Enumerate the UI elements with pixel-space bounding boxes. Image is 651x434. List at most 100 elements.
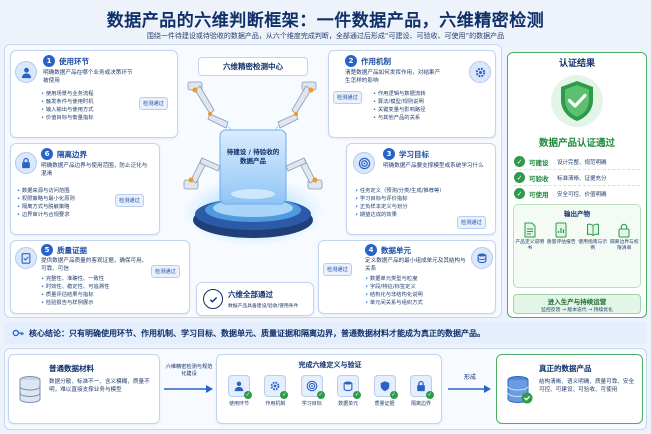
database-check-icon: [507, 376, 533, 404]
list-item: 字段/特征/标签定义: [365, 284, 423, 292]
dimension-title: 数据单元: [381, 245, 411, 255]
dimension-items: 作用逻辑与数据流转 算法/模型/规则说明 关键变量与影响路径 与其他产品的关系: [373, 91, 426, 123]
dimension-items: 任务定义（预测/分类/生成/推荐等） 学习目标与评价指标 正负样本定义与划分 期…: [355, 188, 445, 220]
dimension-desc: 提供数据产品质量的客观证据，确保可用、可靠、可信: [41, 258, 148, 272]
list-item: 输入输出与使用方式: [41, 107, 94, 115]
database-icon: [471, 247, 493, 269]
inspection-lab-illustration: [183, 81, 323, 246]
check-icon: ✓: [514, 156, 525, 167]
list-item: 正负样本定义与划分: [355, 204, 445, 212]
certification-rows: ✓ 可建设 设计完整、规范明确 ✓ 可验收 标准清晰、证据充分 ✓ 可使用 安全…: [514, 154, 640, 201]
raw-data-box: 普通数据材料 数据分散、标准不一、含义模糊，质量不明，难以直接支撑业务与模型: [8, 354, 160, 424]
list-item: 关键变量与影响路径: [373, 107, 426, 115]
raw-title: 普通数据材料: [49, 364, 94, 373]
dimension-title: 隔离边界: [57, 149, 87, 159]
list-item: 与其他产品的关系: [373, 115, 426, 123]
list-item: 检验报告与样例展示: [41, 300, 109, 308]
gear-icon: [469, 61, 491, 83]
shield-check-icon: [203, 289, 223, 309]
dimension-card-6: 6 隔离边界 明确数据产品边界与使用范围，防止泛化与混淆 数据来源与访问范围 权限…: [10, 143, 160, 235]
check-icon: ✓: [280, 391, 289, 399]
ops-desc: 监控反馈 → 版本迭代 → 持续优化: [541, 308, 613, 313]
lock-icon: [15, 152, 37, 174]
clipboard-check-icon: [15, 247, 37, 269]
step-item: ✓隔离边界: [403, 375, 439, 407]
outputs-title: 输出产物: [564, 210, 590, 218]
dimension-card-2: 检测通过 2 作用机制 清楚数据产品如何发挥作用，对结果产生怎样的影响 作用逻辑与…: [328, 50, 496, 138]
target-icon: [306, 380, 318, 392]
list-item: ✓ 可验收 标准清晰、证据充分: [514, 170, 640, 186]
list-item: 触发条件与使用时机: [41, 99, 94, 107]
lock-icon: [417, 380, 425, 392]
list-item: 单元间关系与组织方式: [365, 300, 423, 308]
certification-heading: 认证结果: [558, 59, 595, 69]
check-icon: ✓: [425, 391, 434, 399]
list-item: 边界审计与合规要求: [17, 212, 75, 220]
check-icon: ✓: [244, 391, 252, 399]
list-item: 产品定义说明书: [514, 222, 546, 252]
dimension-desc: 明确数据产品要支撑模型或系统学习什么: [383, 163, 484, 169]
dimension-desc: 明确数据产品边界与使用范围，防止泛化与混淆: [41, 163, 148, 177]
check-pass-tag: 检测通过: [333, 91, 362, 104]
dimension-title: 作用机制: [361, 56, 391, 66]
dimension-items: 使用场景与业务流程 触发条件与使用时机 输入输出与使用方式 价值目标与衡量指标: [41, 91, 94, 123]
list-item: 隔离边界与权限清单: [609, 222, 641, 252]
list-item: 隔离方式与脱敏策略: [17, 204, 75, 212]
check-icon: ✓: [389, 391, 398, 399]
dimension-number: 2: [345, 55, 357, 67]
list-item: 数据单元类型与粒度: [365, 276, 423, 284]
cert-label: 可验收: [529, 174, 549, 183]
document-icon: [524, 222, 536, 238]
dimension-number: 3: [383, 148, 395, 160]
list-item: 任务定义（预测/分类/生成/推荐等）: [355, 188, 445, 196]
list-item: 作用逻辑与数据流转: [373, 91, 426, 99]
outputs-list: 产品定义说明书 质量评估报告 使用指南与示例 隔离边界与权限清单: [514, 222, 640, 252]
check-pass-tag: 检测通过: [457, 216, 486, 229]
check-pass-tag: 检测通过: [115, 194, 144, 207]
final-product-box: 真正的数据产品 结构清晰、语义明确、质量可靠、安全可控、可建设、可验收、可使用: [496, 354, 643, 424]
step-item: ✓作用机制: [257, 375, 293, 407]
list-item: 质量评估报告: [546, 222, 578, 252]
pass-title: 六维全部通过: [228, 290, 273, 299]
arrow-right-icon: [448, 385, 491, 393]
ops-banner: [513, 294, 641, 314]
list-item: 数据来源与访问范围: [17, 188, 75, 196]
list-item: 完整性、准确性、一致性: [41, 276, 109, 284]
arrow-right-icon: [164, 385, 213, 393]
database-icon: [19, 376, 41, 404]
pass-summary-box: 六维全部通过 数据产品具备建设/验收/使用条件: [196, 282, 314, 316]
raw-desc: 数据分散、标准不一、含义模糊，质量不明，难以直接支撑业务与模型: [49, 379, 150, 393]
user-icon: [234, 381, 244, 392]
page-title: 数据产品的六维判断框架：一件数据产品，六维精密检测: [106, 11, 545, 31]
list-item: 质量评估结果与指标: [41, 292, 109, 300]
list-item: 使用场景与业务流程: [41, 91, 94, 99]
conclusion-text: 核心结论：只有明确使用环节、作用机制、学习目标、数据单元、质量证据和隔离边界，普…: [29, 328, 485, 338]
check-icon: ✓: [316, 391, 325, 399]
lab-title: 六维精密检测中心: [198, 57, 308, 76]
verification-box: 完成六维定义与验证 ✓使用环节 ✓作用机制 ✓学习目标 ✓数据单元 ✓质量证据 …: [216, 354, 442, 424]
cert-desc: 设计完整、规范明确: [557, 159, 607, 166]
check-pass-tag: 检测通过: [323, 263, 352, 276]
user-icon: [15, 61, 37, 83]
database-icon: [343, 381, 353, 392]
dimension-desc: 清楚数据产品如何发挥作用，对结果产生怎样的影响: [345, 70, 441, 84]
verify-title: 完成六维定义与验证: [298, 361, 362, 369]
check-icon: ✓: [353, 391, 362, 399]
dimension-items: 数据来源与访问范围 权限策略与最小化原则 隔离方式与脱敏策略 边界审计与合规要求: [17, 188, 75, 220]
step-item: ✓质量证据: [367, 375, 403, 407]
step-item: ✓数据单元: [330, 375, 366, 407]
cert-label: 可使用: [529, 190, 549, 199]
list-item: 结构化与非结构化说明: [365, 292, 423, 300]
final-desc: 结构清晰、语义明确、质量可靠、安全可控、可建设、可验收、可使用: [539, 379, 635, 393]
lock-icon: [618, 223, 630, 238]
shield-check-icon: [551, 75, 603, 127]
list-item: 时效性、稳定性、可追溯性: [41, 284, 110, 292]
certification-title: 数据产品认证通过: [538, 138, 615, 149]
target-icon: [353, 152, 375, 174]
dimension-number: 6: [41, 148, 53, 160]
list-item: ✓ 可建设 设计完整、规范明确: [514, 154, 640, 170]
step-item: ✓使用环节: [221, 375, 257, 407]
step-item: ✓学习目标: [294, 375, 330, 407]
